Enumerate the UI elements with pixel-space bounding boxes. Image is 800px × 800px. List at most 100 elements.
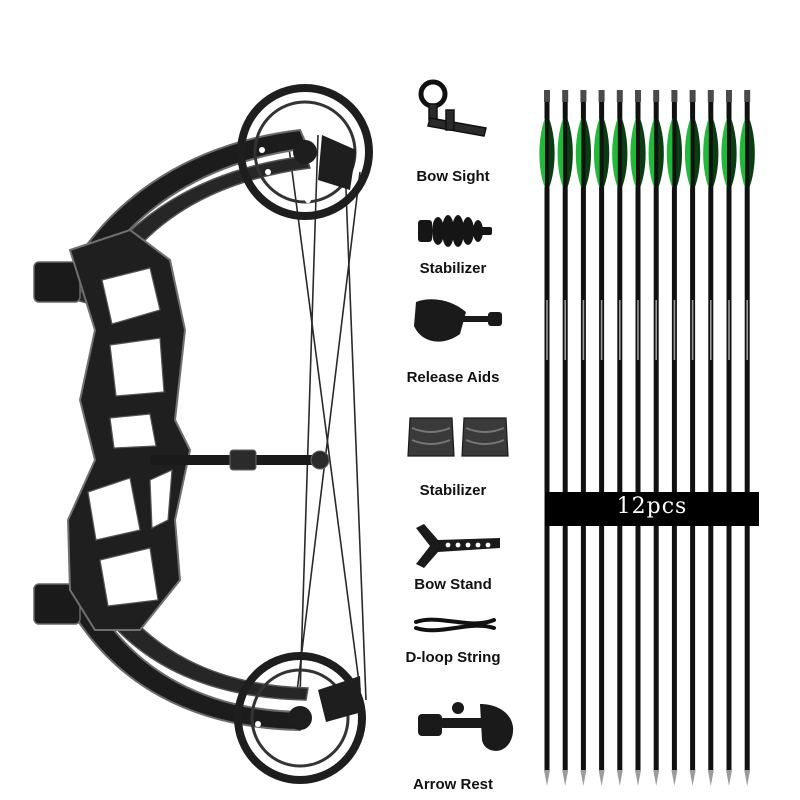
arrow-fletching bbox=[648, 118, 655, 188]
arrow-shaft bbox=[690, 100, 696, 770]
lower-cam bbox=[234, 652, 366, 784]
arrow-shaft bbox=[580, 100, 586, 770]
arrow-fletching bbox=[703, 118, 709, 188]
accessory-label-arrow-rest: Arrow Rest bbox=[412, 776, 494, 793]
accessory-label-string-silencer: Stabilizer bbox=[419, 482, 487, 499]
arrow-shaft bbox=[653, 100, 659, 770]
arrow-nock bbox=[707, 90, 714, 102]
arrow-tip bbox=[744, 770, 751, 786]
arrow-nock bbox=[544, 90, 550, 102]
arrow-shaft bbox=[708, 100, 714, 770]
arrow-fletching bbox=[603, 118, 610, 188]
bow-stand-icon bbox=[416, 524, 500, 568]
arrow-shaft bbox=[726, 100, 732, 770]
arrow-rest-icon bbox=[418, 702, 514, 751]
accessory-label-stabilizer: Stabilizer bbox=[419, 260, 487, 277]
arrow-shaft-print bbox=[619, 300, 621, 360]
arrow-fletching bbox=[539, 118, 545, 188]
arrow-shaft bbox=[617, 100, 623, 770]
quantity-label: 12pcs bbox=[616, 494, 688, 519]
arrow-nock bbox=[616, 90, 623, 102]
arrow-shaft-print bbox=[655, 300, 657, 360]
arrow-fletching bbox=[676, 118, 683, 188]
arrow-nock bbox=[635, 90, 641, 102]
quantity-badge bbox=[545, 492, 759, 526]
arrow-fletching bbox=[567, 118, 573, 188]
arrow-shaft-print bbox=[582, 300, 585, 360]
arrow-fletching bbox=[575, 118, 582, 188]
arrow-tip bbox=[616, 770, 623, 786]
arrow bbox=[539, 90, 555, 786]
compound-bow-image bbox=[33, 84, 373, 784]
arrows-bundle bbox=[539, 90, 755, 786]
arrow-fletching bbox=[557, 118, 564, 188]
arrow bbox=[721, 90, 737, 786]
arrow bbox=[684, 90, 701, 786]
d-loop-string-icon bbox=[414, 617, 496, 633]
arrow-nock bbox=[671, 90, 678, 102]
arrow-fletching bbox=[684, 118, 691, 188]
arrow-shaft bbox=[544, 100, 550, 770]
arrow-fletching bbox=[612, 118, 618, 188]
arrow bbox=[557, 90, 573, 786]
arrow-fletching bbox=[749, 118, 755, 188]
bow-sight-icon bbox=[418, 79, 487, 137]
stabilizer-icon bbox=[418, 215, 492, 247]
upper-cam bbox=[237, 84, 373, 220]
string-silencer-icon bbox=[407, 417, 509, 457]
arrow-tip bbox=[580, 770, 587, 786]
arrow-fletching bbox=[712, 118, 719, 188]
arrow-nock bbox=[744, 90, 751, 102]
arrow-shaft bbox=[671, 100, 677, 770]
arrow bbox=[612, 90, 628, 786]
arrow-nock bbox=[562, 90, 569, 102]
arrow-fletching bbox=[593, 118, 600, 188]
arrow-shaft bbox=[562, 100, 568, 770]
arrow-nock bbox=[726, 90, 732, 102]
arrow bbox=[630, 90, 646, 786]
accessory-label-d-loop-string: D-loop String bbox=[405, 649, 501, 666]
release-aid-icon bbox=[414, 299, 502, 342]
arrow-nock bbox=[653, 90, 660, 102]
arrow-nock bbox=[689, 90, 696, 102]
arrow-fletching bbox=[640, 118, 646, 188]
arrow-shaft-print bbox=[600, 300, 603, 360]
accessory-label-bow-sight: Bow Sight bbox=[416, 168, 490, 185]
arrow-tip bbox=[598, 770, 605, 786]
arrow-fletching bbox=[666, 118, 673, 188]
arrow-shaft-print bbox=[673, 300, 676, 360]
arrow-tip bbox=[671, 770, 678, 786]
arrow-fletching bbox=[549, 118, 555, 188]
arrow-fletching bbox=[658, 118, 664, 188]
arrow bbox=[739, 90, 755, 786]
arrow-shaft bbox=[635, 100, 641, 770]
arrow-nock bbox=[598, 90, 605, 102]
arrow bbox=[648, 90, 664, 786]
arrow-tip bbox=[689, 770, 696, 786]
arrow bbox=[575, 90, 592, 786]
arrow-nock bbox=[580, 90, 587, 102]
arrow-tip bbox=[707, 770, 714, 786]
arrow-tip bbox=[653, 770, 660, 786]
arrow-fletching bbox=[585, 118, 592, 188]
arrow-shaft-print bbox=[728, 300, 730, 360]
bow-string bbox=[287, 134, 367, 701]
arrow-shaft-print bbox=[746, 300, 748, 360]
arrow bbox=[593, 90, 610, 786]
arrow-tip bbox=[726, 770, 732, 786]
arrow-shaft bbox=[744, 100, 750, 770]
arrow-fletching bbox=[694, 118, 701, 188]
arrow-fletching bbox=[739, 118, 746, 188]
arrow-tip bbox=[635, 770, 641, 786]
arrow-shaft-print bbox=[564, 300, 566, 360]
arrow-shaft-print bbox=[691, 300, 694, 360]
arrow-shaft-print bbox=[710, 300, 712, 360]
arrow bbox=[703, 90, 719, 786]
accessory-label-release-aids: Release Aids bbox=[406, 369, 500, 386]
arrow-fletching bbox=[621, 118, 628, 188]
accessory-label-bow-stand: Bow Stand bbox=[414, 576, 492, 593]
arrow-shaft-print bbox=[637, 300, 639, 360]
arrow-fletching bbox=[731, 118, 737, 188]
arrow-shaft bbox=[599, 100, 605, 770]
